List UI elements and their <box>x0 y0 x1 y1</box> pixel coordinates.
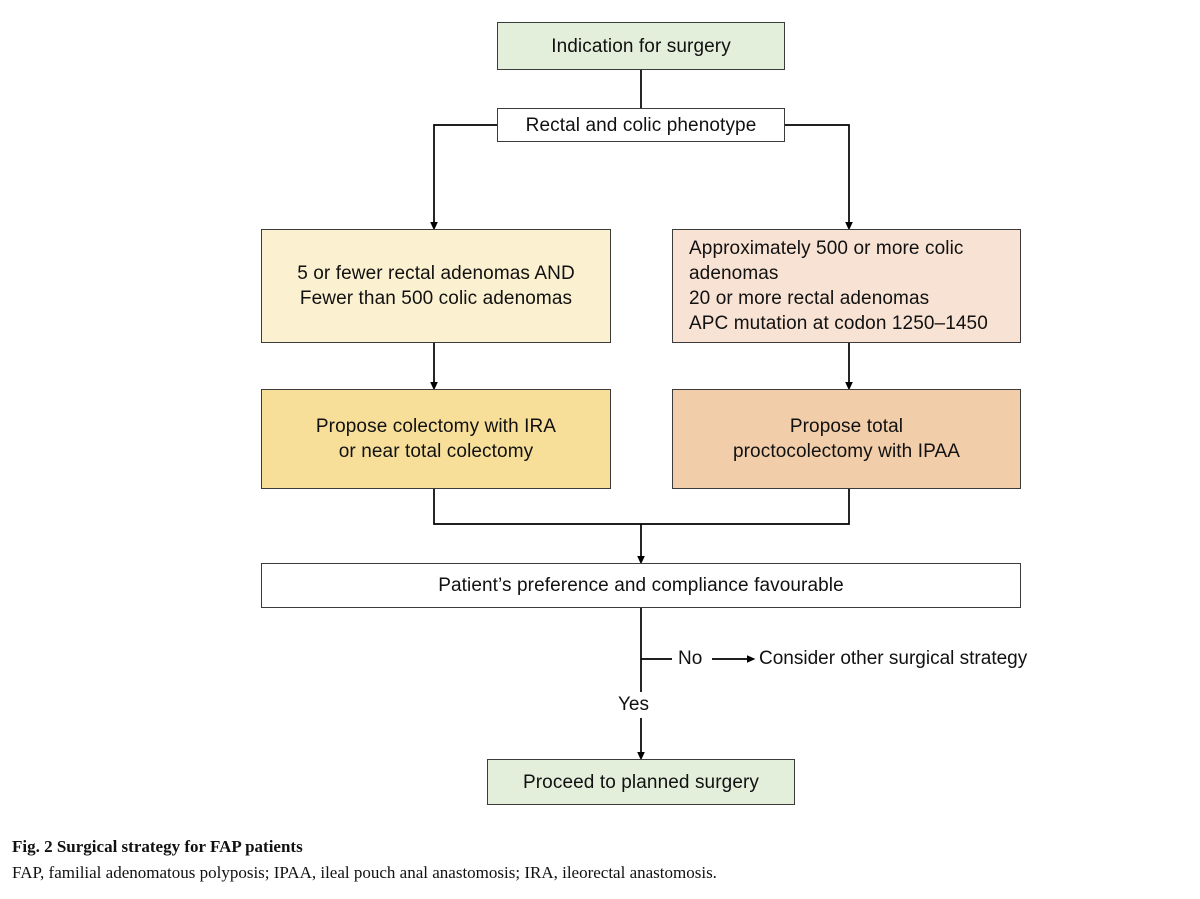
edge-phenotype-to-left-criteria <box>430 124 497 231</box>
edge-right-proposal-to-merge <box>641 489 850 525</box>
node-patient-preference-decision: Patient’s preference and compliance favo… <box>261 563 1021 608</box>
edge-left-proposal-to-merge <box>433 489 641 525</box>
edge-label-yes: Yes <box>618 694 649 715</box>
figure-caption-title: Fig. 2 Surgical strategy for FAP patient… <box>12 837 303 856</box>
node-indication-label: Indication for surgery <box>551 35 731 57</box>
flowchart-connectors <box>430 70 853 761</box>
node-proceed-to-planned-surgery: Proceed to planned surgery <box>487 759 795 805</box>
edge-phenotype-to-right-criteria <box>785 124 853 231</box>
node-rectal-and-colic-phenotype: Rectal and colic phenotype <box>497 108 785 142</box>
node-consider-other-surgical-strategy: Consider other surgical strategy <box>759 648 1028 669</box>
node-indication-for-surgery: Indication for surgery <box>497 22 785 70</box>
node-preference-label: Patient’s preference and compliance favo… <box>438 575 844 596</box>
edge-label-no: No <box>672 648 709 670</box>
figure-caption-subtitle: FAP, familial adenomatous polyposis; IPA… <box>12 863 717 882</box>
node-phenotype-label: Rectal and colic phenotype <box>525 114 757 136</box>
node-proceed-label: Proceed to planned surgery <box>522 771 760 793</box>
